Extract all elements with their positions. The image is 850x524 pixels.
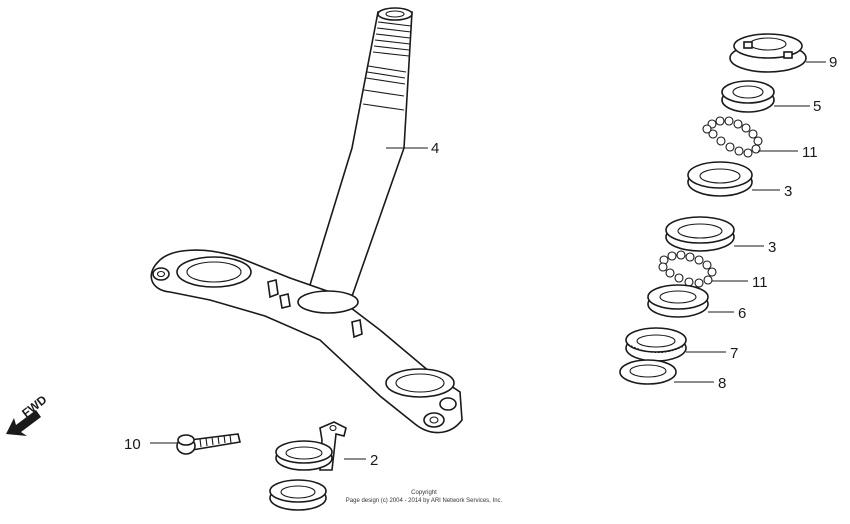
- callout-9: 9: [829, 54, 837, 71]
- dust-seal-bottom: [269, 479, 327, 511]
- callout-6: 6: [738, 305, 746, 322]
- leader-lines: [150, 61, 826, 460]
- fwd-arrow-icon: [6, 410, 41, 436]
- bearing-race-6: [647, 284, 709, 318]
- callout-2: 2: [370, 452, 378, 469]
- callout-5: 5: [813, 98, 821, 115]
- bolt-10: [176, 433, 241, 455]
- callout-11-upper: 11: [802, 144, 818, 161]
- copyright-line-1: Copyright: [411, 490, 437, 496]
- cable-guide-2: [275, 421, 347, 471]
- bearing-race-5: [721, 80, 775, 113]
- stem-nut-9: [729, 33, 807, 73]
- bearing-race-3-lower: [665, 216, 735, 252]
- callout-8: 8: [718, 375, 726, 392]
- steel-balls-11-lower: [658, 250, 717, 288]
- dust-seal-7: [625, 327, 687, 362]
- callout-3-lower: 3: [768, 239, 776, 256]
- bearing-race-3-upper: [687, 161, 753, 197]
- callout-3-upper: 3: [784, 183, 792, 200]
- callout-11-lower: 11: [752, 274, 768, 291]
- callout-10: 10: [124, 436, 141, 453]
- steering-stem-assembly: [150, 7, 463, 434]
- callout-4: 4: [431, 140, 439, 157]
- copyright-line-2: Page design (c) 2004 - 2014 by ARI Netwo…: [346, 498, 503, 504]
- callout-7: 7: [730, 345, 738, 362]
- washer-8: [619, 359, 677, 385]
- steel-balls-11-upper: [702, 116, 763, 158]
